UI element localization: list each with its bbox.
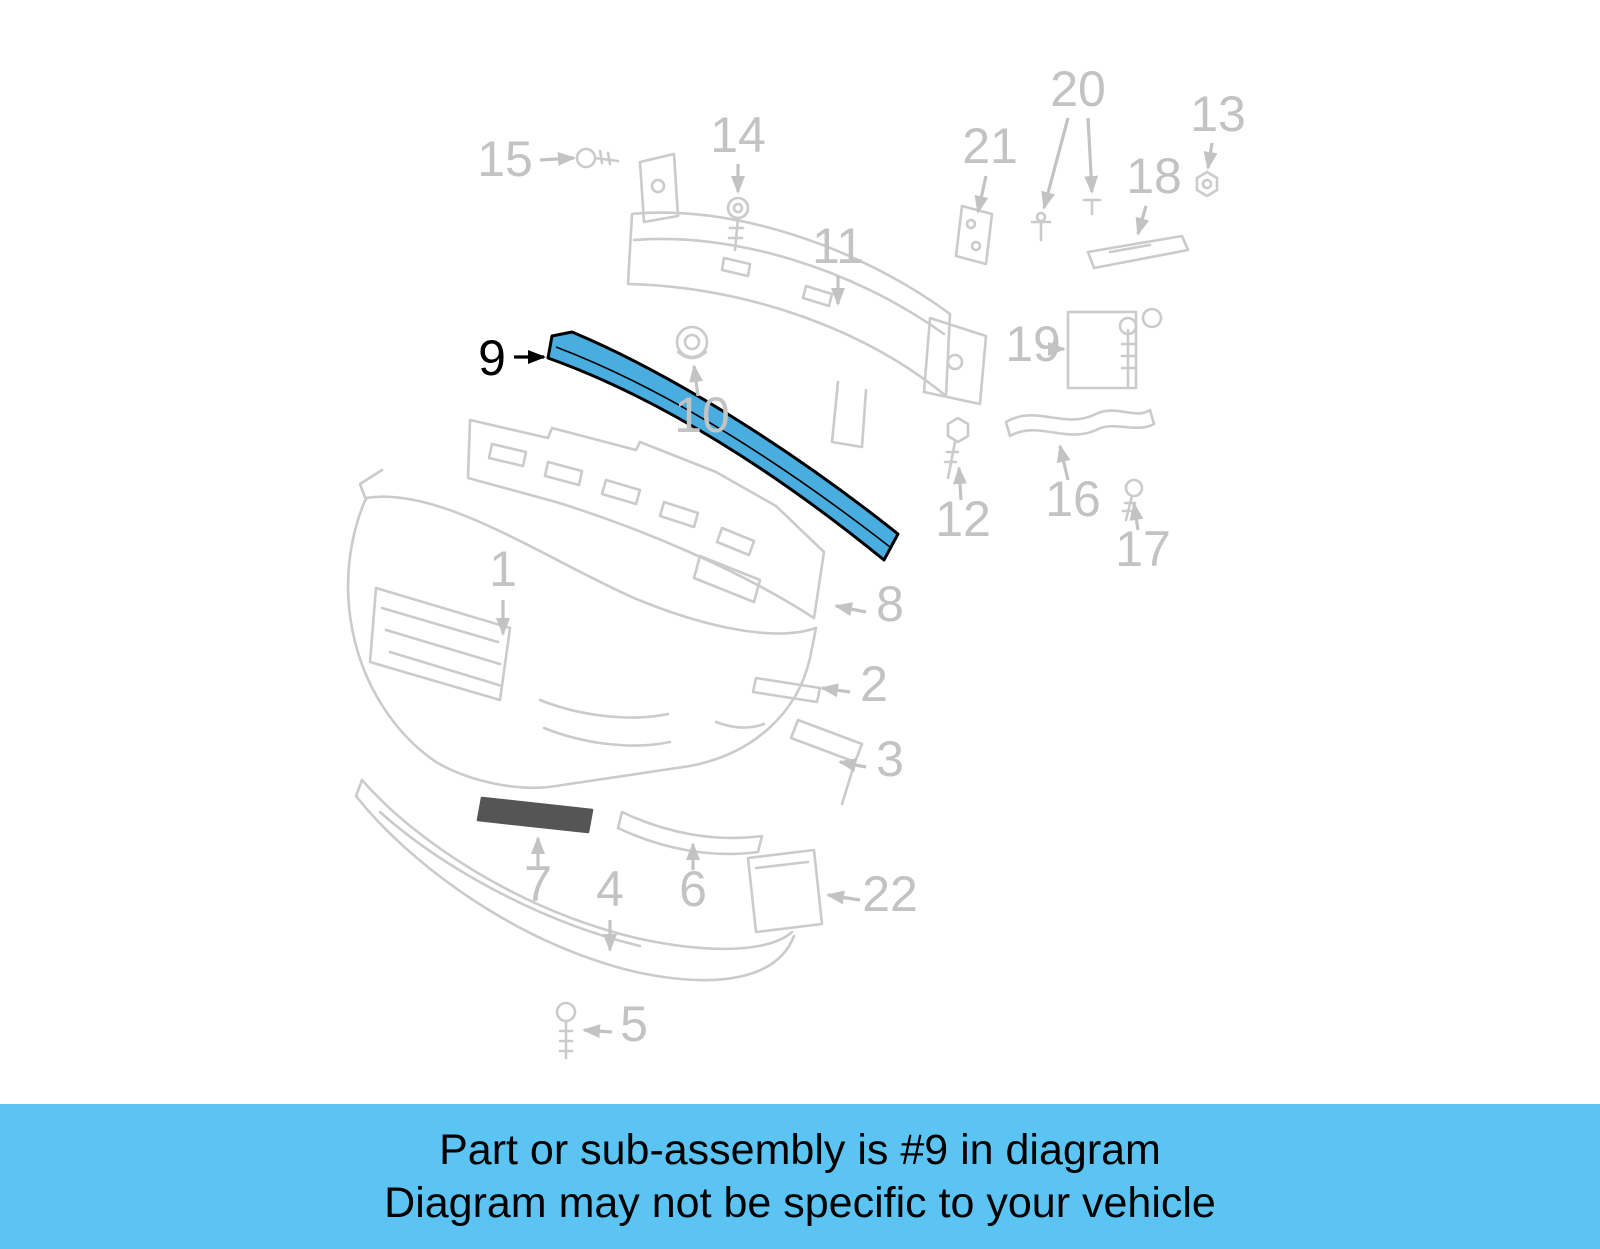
part-label-1: 1 [489, 541, 517, 597]
leader-arrow-16 [1056, 444, 1071, 481]
energy-absorber [466, 418, 826, 620]
fasteners [555, 147, 1219, 1060]
leader-arrow-17 [1129, 502, 1144, 531]
leader-arrow-5 [582, 1024, 613, 1039]
part-label-16: 16 [1045, 471, 1101, 527]
part-label-3: 3 [876, 731, 904, 787]
leader-arrow-12 [953, 466, 967, 501]
nut-13-part [1195, 170, 1219, 198]
part-label-4: 4 [596, 861, 624, 917]
part-label-17: 17 [1115, 521, 1171, 577]
side-strip-3 [789, 718, 864, 806]
part-label-5: 5 [620, 996, 648, 1052]
notice-banner: Part or sub-assembly is #9 in diagram Di… [0, 1104, 1600, 1249]
screw-5-part [555, 1001, 577, 1060]
leader-arrow-3 [838, 758, 867, 772]
screw-17-part [1121, 478, 1144, 522]
highlighted-part-9[interactable] [546, 330, 900, 562]
part-label-19: 19 [1005, 316, 1061, 372]
bolt-14-part [726, 196, 750, 252]
part-label-8: 8 [876, 576, 904, 632]
screw-15-part [575, 147, 620, 169]
part-label-12: 12 [935, 491, 991, 547]
part-label-13: 13 [1190, 86, 1246, 142]
nut-10-part [675, 325, 709, 360]
trim-strip-6 [616, 810, 764, 856]
molding-strip-7 [476, 796, 594, 834]
leader-arrow-20 [1084, 117, 1099, 194]
part-label-6: 6 [679, 861, 707, 917]
leader-arrow-20 [1041, 117, 1070, 210]
part-label-7: 7 [524, 856, 552, 912]
part-label-20: 20 [1050, 61, 1106, 117]
bracket-19-part [1066, 307, 1163, 390]
clip-20a-part [1030, 211, 1052, 242]
leader-arrow-13 [1203, 142, 1218, 170]
bracket-2 [751, 676, 822, 704]
leader-arrow-10 [689, 364, 704, 397]
bracket-21-part [954, 204, 994, 266]
support-strip-16-part [1004, 408, 1156, 438]
part-label-18: 18 [1126, 148, 1182, 204]
part-label-2: 2 [860, 656, 888, 712]
lower-valance [354, 778, 796, 982]
part-label-11: 11 [812, 218, 864, 274]
front-bumper-cover [346, 468, 818, 789]
clip-20b-part [1082, 198, 1102, 216]
part-label-15: 15 [477, 131, 533, 187]
fog-lamp-cover-22 [746, 848, 824, 934]
part-label-22: 22 [862, 866, 918, 922]
part-label-14: 14 [710, 107, 766, 163]
leader-arrow-8 [834, 602, 867, 617]
leader-arrow-18 [1135, 205, 1150, 236]
part-label-21: 21 [962, 118, 1018, 174]
banner-line2: Diagram may not be specific to your vehi… [384, 1178, 1216, 1227]
part-label-10: 10 [674, 387, 730, 443]
leader-arrow-22 [826, 890, 861, 905]
banner-line1: Part or sub-assembly is #9 in diagram [439, 1125, 1161, 1174]
leader-arrow-15 [539, 151, 576, 166]
leader-arrow-2 [820, 683, 851, 698]
leader-arrow-21 [974, 175, 989, 214]
bracket-18-part [1086, 234, 1190, 270]
bolt-12-part [943, 416, 970, 480]
part-label-9: 9 [478, 330, 506, 386]
